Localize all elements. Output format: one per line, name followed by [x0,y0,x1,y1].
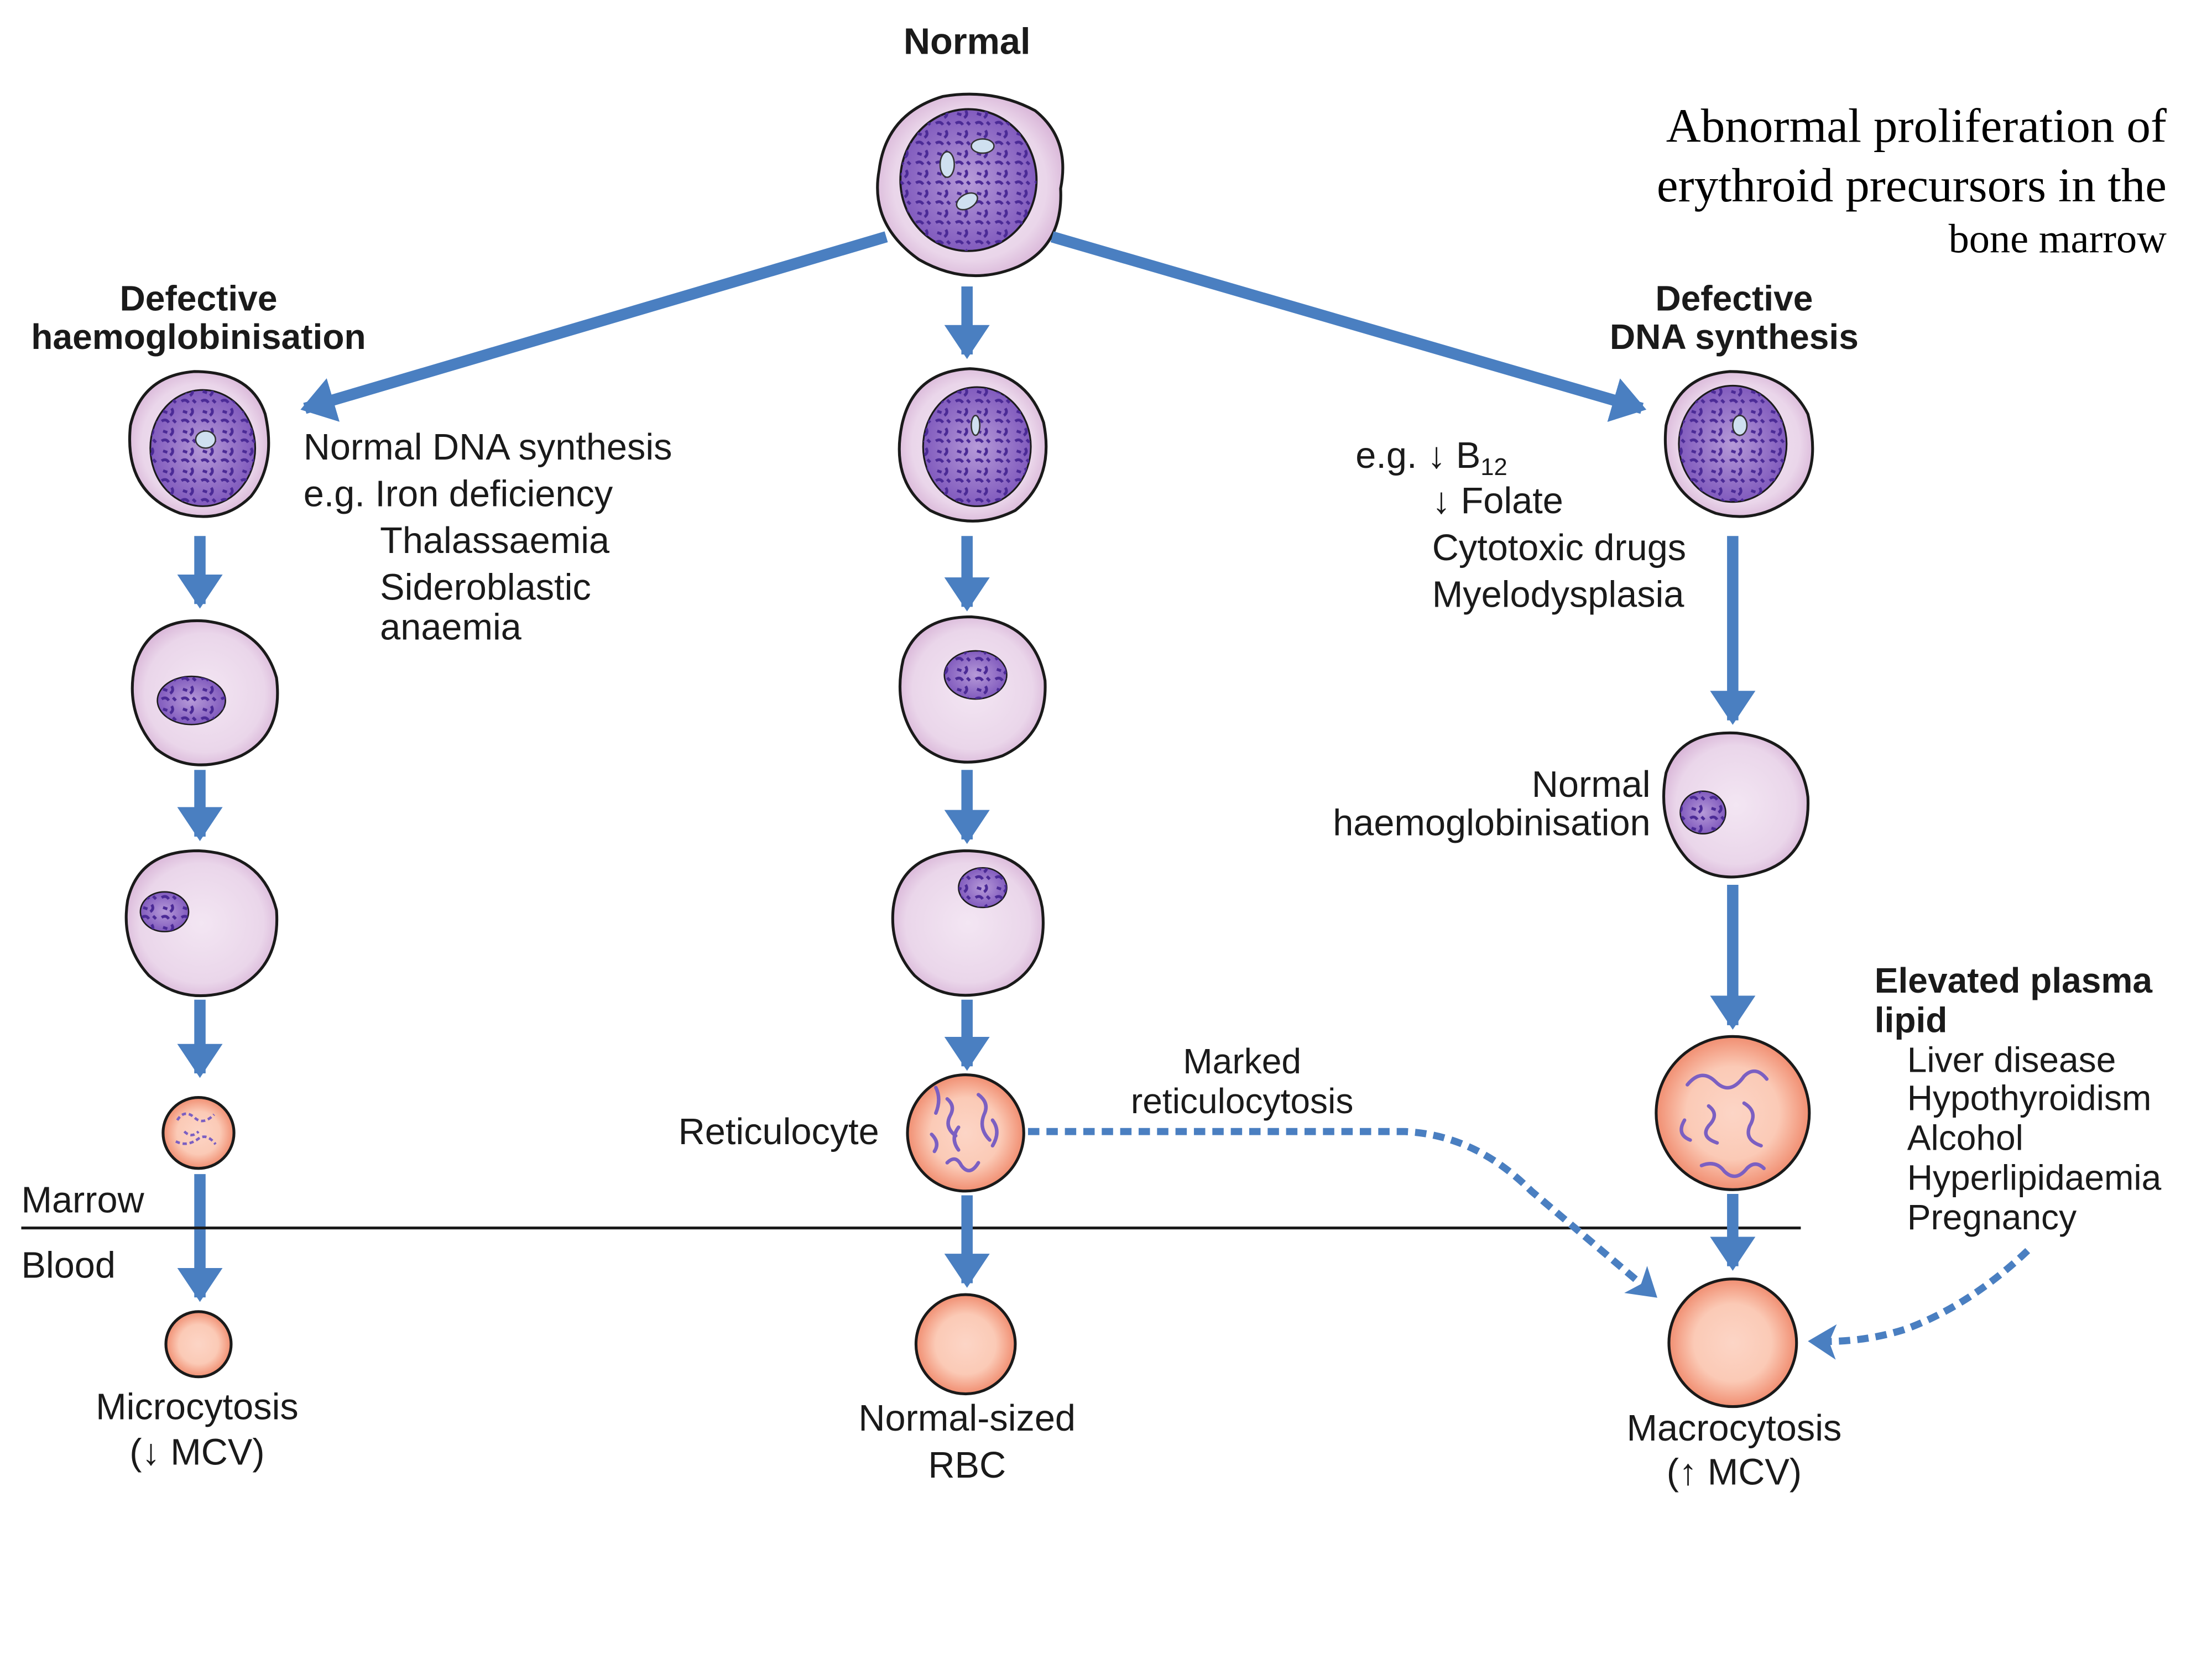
normal-rbc [914,1293,1017,1396]
left-result-line-2: (↓ MCV) [129,1432,264,1473]
left-causes: Normal DNA synthesis e.g. Iron deficienc… [304,427,672,648]
right-cause-myelodysplasia: Myelodysplasia [1432,574,1685,615]
left-cause-3: Thalassaemia [380,520,610,561]
normal-hb-label-line-1: Normal [1532,764,1651,805]
normal-hb-label-line-2: haemoglobinisation [1333,802,1650,843]
right-result-line-1: Macrocytosis [1626,1408,1841,1449]
lipid-cause-1: Liver disease [1907,1040,2116,1079]
lipid-cause-4: Hyperlipidaemia [1907,1157,2162,1197]
left-heading-line-1: Defective [119,279,277,319]
left-microcyte [164,1310,233,1379]
center-cell-1 [898,367,1048,523]
marked-label-line-1: Marked [1183,1041,1301,1081]
zone-label-marrow: Marrow [21,1180,144,1220]
right-cell-1 [1663,370,1814,518]
left-result-line-1: Microcytosis [96,1387,299,1428]
lipid-cause-5: Pregnancy [1907,1197,2077,1237]
center-cell-3 [891,849,1045,997]
center-result-line-1: Normal-sized [858,1398,1076,1439]
right-macro-reticulocyte [1655,1035,1811,1191]
right-heading-line-2: DNA synthesis [1610,317,1859,357]
left-cause-2: e.g. Iron deficiency [304,473,613,514]
normal-progenitor-cell [876,92,1065,278]
right-cause-b12-subscript: 12 [1480,454,1507,481]
marked-label-line-2: reticulocytosis [1131,1081,1353,1121]
center-reticulocyte [906,1073,1025,1193]
lipid-heading-line-1: Elevated plasma [1875,961,2153,1000]
right-cause-folate: ↓ Folate [1432,481,1563,521]
lipid-cause-3: Alcohol [1907,1118,2023,1157]
center-cell-2 [898,615,1047,764]
right-cause-b12-text: e.g. ↓ B [1355,435,1480,476]
left-cell-2 [131,619,279,766]
right-result-line-2: (↑ MCV) [1667,1452,1802,1493]
title-normal: Normal [904,21,1031,62]
center-result-line-2: RBC [928,1445,1006,1486]
left-cause-4: Sideroblastic [380,567,591,608]
left-cell-3 [124,849,279,998]
right-causes: e.g. ↓ B12 ↓ Folate Cytotoxic drugs Myel… [1355,435,1686,615]
lipid-cause-2: Hypothyroidism [1907,1078,2152,1118]
side-note-line-3: bone marrow [1949,216,2167,262]
left-reticulocyte [161,1096,236,1170]
macrocyte [1667,1277,1798,1408]
left-cause-1: Normal DNA synthesis [304,427,672,468]
left-heading-line-2: haemoglobinisation [31,317,366,357]
arrow-to-left-branch [300,231,888,422]
left-cause-5: anaemia [380,607,522,648]
side-note-line-1: Abnormal proliferation of [1666,98,2167,152]
left-cell-1 [128,370,270,518]
arrow-to-right-branch [1050,231,1647,422]
side-note-line-2: erythroid precursors in the [1657,158,2167,212]
right-cause-b12: e.g. ↓ B12 [1355,435,1507,481]
dotted-arrow-lipid [1808,1248,2031,1360]
lipid-block: Elevated plasma lipid Liver disease Hypo… [1875,961,2162,1237]
right-cell-2 [1662,731,1810,879]
side-note: Abnormal proliferation of erythroid prec… [1657,98,2167,262]
lipid-heading-line-2: lipid [1875,1000,1948,1040]
dotted-arrow-reticulocytosis [1027,1128,1657,1298]
zone-label-blood: Blood [21,1245,115,1286]
reticulocyte-label: Reticulocyte [679,1112,879,1152]
right-cause-cytotoxic: Cytotoxic drugs [1432,528,1686,568]
right-heading-line-1: Defective [1655,279,1813,319]
